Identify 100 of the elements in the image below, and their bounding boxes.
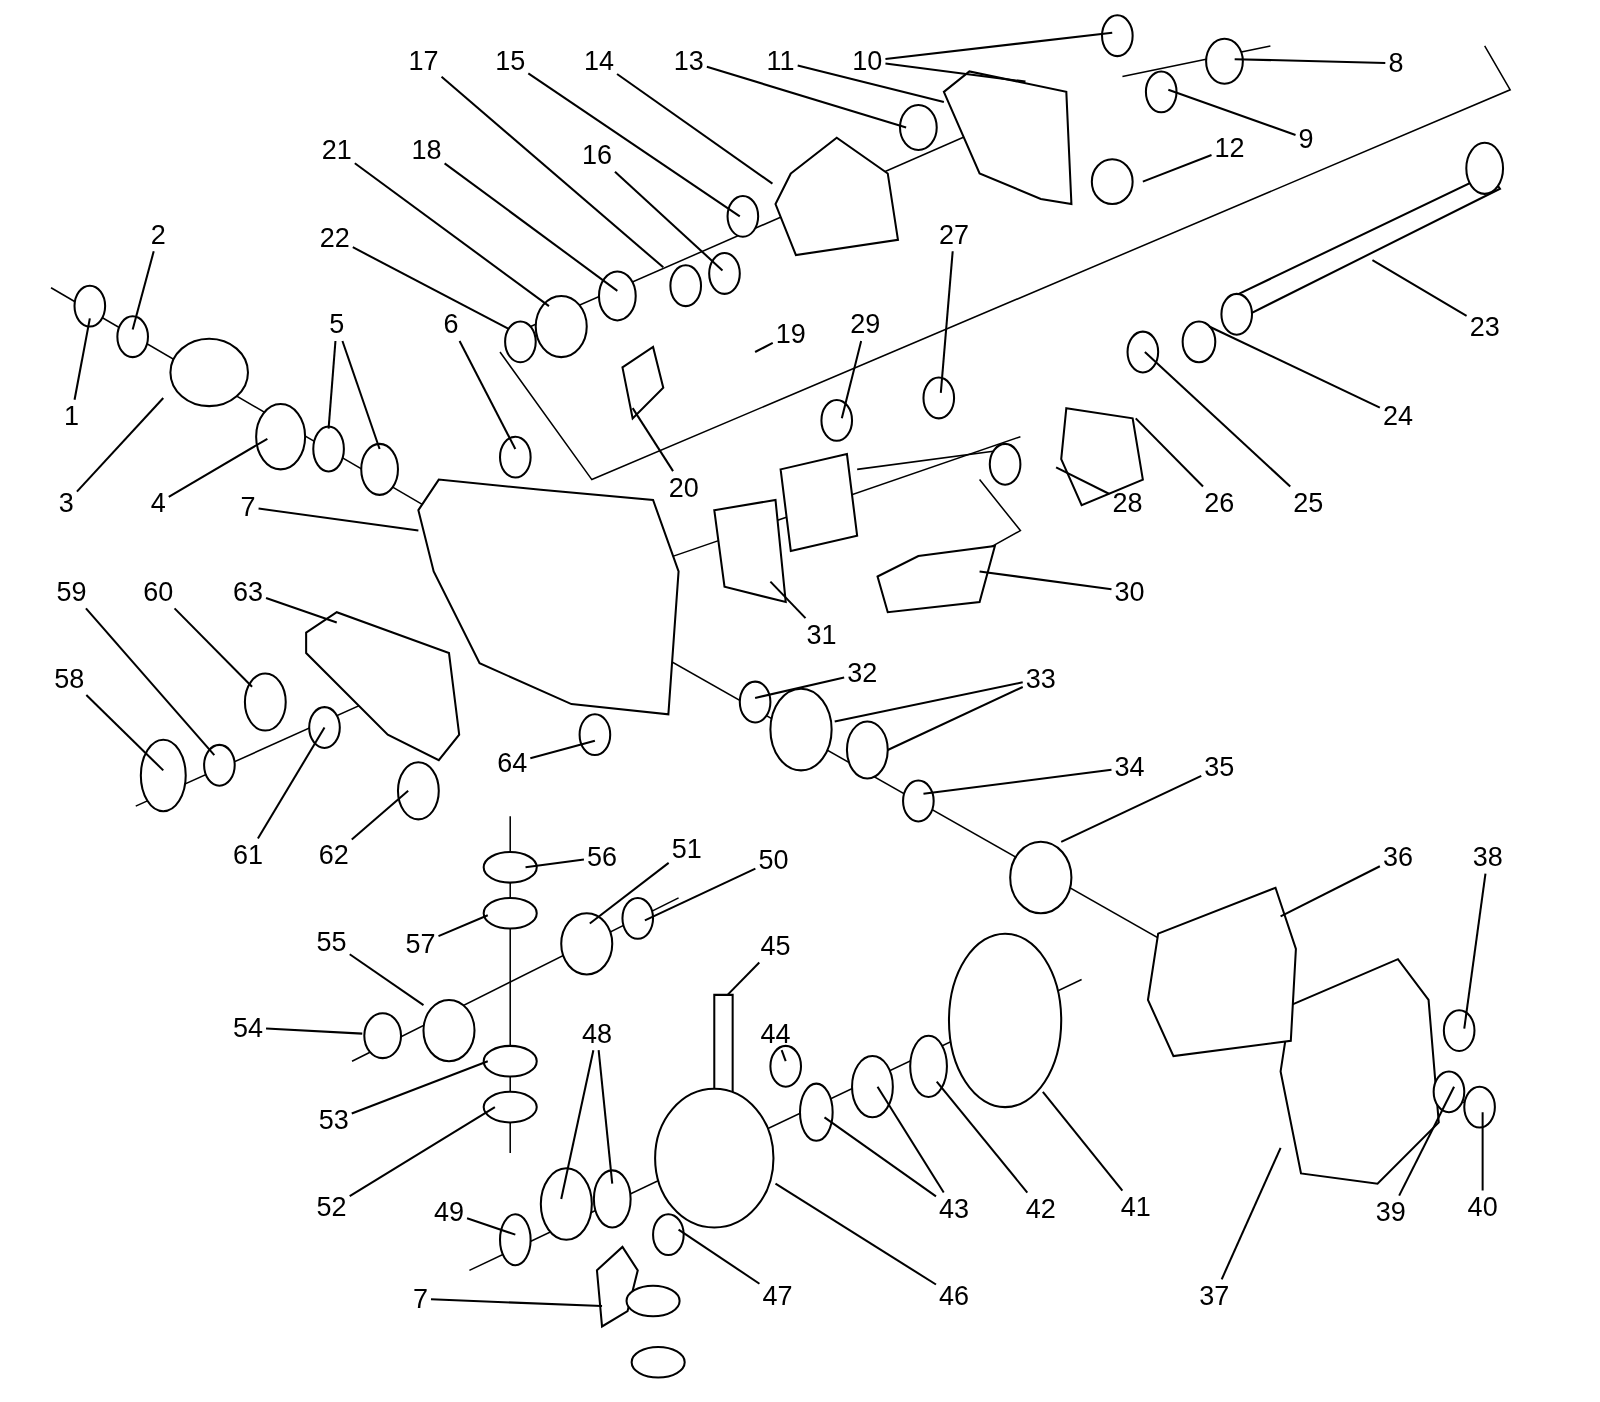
leader-line <box>430 1298 603 1308</box>
callout-number: 54 <box>232 1014 263 1042</box>
leader-line <box>73 318 91 400</box>
leader-line <box>1055 466 1110 495</box>
callout-number: 63 <box>232 578 263 606</box>
leader-line <box>168 437 268 498</box>
callout-number: 6 <box>443 311 459 338</box>
leader-line <box>935 1080 1029 1194</box>
callout-number: 59 <box>56 578 87 606</box>
leader-line <box>1220 1147 1282 1280</box>
leader-line <box>458 340 517 450</box>
leader-line <box>1042 1091 1124 1192</box>
callout-number: 43 <box>939 1195 970 1223</box>
callout-number: 26 <box>1204 489 1235 517</box>
callout-number: 25 <box>1293 489 1324 517</box>
callout-number: 51 <box>671 835 702 863</box>
callout-number: 47 <box>762 1282 793 1310</box>
callout-number: 9 <box>1298 125 1314 153</box>
callout-number: 53 <box>318 1106 349 1134</box>
callout-number: 50 <box>758 846 789 874</box>
leader-line <box>327 340 337 429</box>
callout-number: 62 <box>318 841 349 869</box>
callout-number: 32 <box>847 659 878 687</box>
leader-line <box>885 31 1113 61</box>
callout-number: 7 <box>412 1285 428 1313</box>
callout-number: 46 <box>939 1282 970 1310</box>
leader-line <box>530 739 596 760</box>
callout-number: 27 <box>939 221 970 249</box>
leader-line <box>726 961 761 996</box>
leader-line <box>589 862 670 925</box>
callout-number: 35 <box>1204 753 1235 781</box>
callout-number: 28 <box>1112 489 1143 517</box>
callout-number: 5 <box>329 311 345 338</box>
callout-number: 3 <box>58 489 74 517</box>
leader-line <box>352 246 509 330</box>
callout-number: 64 <box>497 749 528 777</box>
callout-number: 22 <box>319 224 350 252</box>
callout-number: 18 <box>411 136 442 164</box>
callout-number: 4 <box>150 489 166 517</box>
leader-line <box>85 694 164 772</box>
callout-number: 24 <box>1382 402 1413 430</box>
leader-line <box>525 858 585 869</box>
leader-line <box>76 397 165 493</box>
leader-line <box>265 597 338 624</box>
leader-line <box>1142 154 1212 183</box>
callout-number: 7 <box>240 493 256 521</box>
callout-number: 38 <box>1472 843 1503 871</box>
leader-line <box>597 1050 614 1184</box>
leader-line <box>1234 58 1386 64</box>
leader-line <box>774 1182 937 1286</box>
callout-number: 2 <box>150 221 166 249</box>
callout-number: 10 <box>852 47 883 75</box>
leader-line <box>923 768 1112 795</box>
leader-line <box>266 1027 363 1035</box>
callout-number: 15 <box>495 47 526 75</box>
callout-number: 44 <box>760 1020 791 1048</box>
leader-line <box>257 727 326 840</box>
leader-line <box>780 1049 787 1062</box>
leader-line <box>85 607 216 756</box>
callout-number: 57 <box>405 930 436 958</box>
leader-line <box>834 681 1023 723</box>
leader-line <box>631 407 674 472</box>
leader-line <box>351 1060 489 1115</box>
leader-line <box>1134 417 1204 488</box>
leader-line <box>173 607 253 688</box>
leader-line <box>440 76 664 269</box>
callout-number: 60 <box>143 578 174 606</box>
callout-number: 52 <box>316 1193 347 1221</box>
callout-number: 34 <box>1114 753 1145 781</box>
callout-number: 1 <box>63 402 79 430</box>
callout-number: 33 <box>1025 665 1056 693</box>
leader-line <box>1144 351 1291 488</box>
leader-line <box>885 62 1026 83</box>
callout-number: 31 <box>806 621 837 649</box>
leader-line <box>1371 259 1468 317</box>
leader-line <box>1168 88 1296 136</box>
leader-line <box>351 790 409 841</box>
leader-line <box>644 867 756 922</box>
leader-line <box>341 340 381 450</box>
callout-number: 42 <box>1025 1195 1056 1223</box>
leader-line <box>876 1086 945 1194</box>
callout-number: 56 <box>587 843 618 871</box>
leader-line <box>527 72 741 218</box>
leader-line <box>678 1228 761 1285</box>
callout-number: 48 <box>581 1020 612 1048</box>
leader-line <box>1208 325 1381 409</box>
leader-line <box>840 340 863 419</box>
leader-line <box>349 953 425 1006</box>
leader-line <box>797 64 945 104</box>
leader-line <box>1463 873 1487 1029</box>
leader-line <box>1398 1086 1455 1197</box>
callout-number: 14 <box>583 47 614 75</box>
callout-number: 20 <box>668 474 699 502</box>
callout-number: 41 <box>1120 1193 1151 1221</box>
leader-line <box>444 162 618 292</box>
leader-line <box>706 65 907 129</box>
callout-number: 61 <box>232 841 263 869</box>
leader-line <box>769 580 807 619</box>
leader-line <box>887 686 1024 751</box>
callout-number: 11 <box>766 47 795 75</box>
